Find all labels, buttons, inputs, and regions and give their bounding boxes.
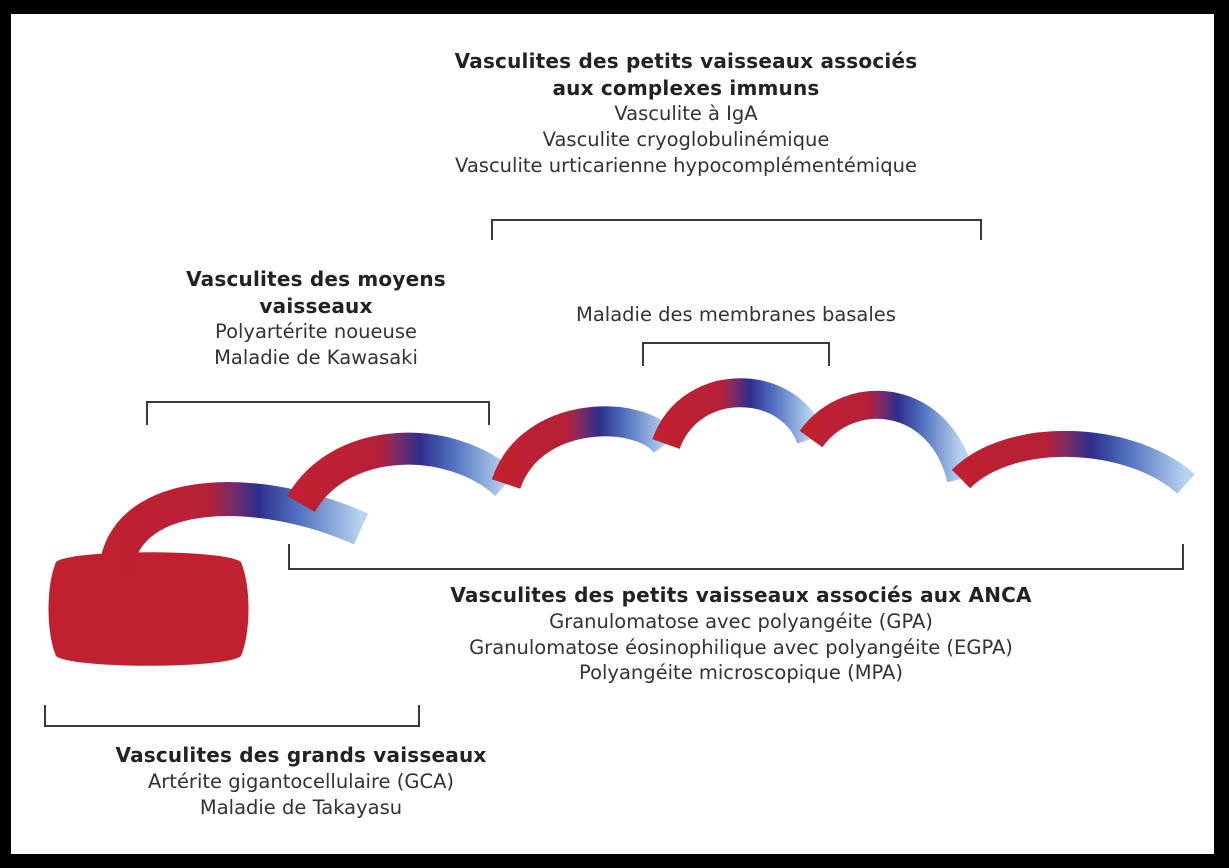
group-item: Vasculite cryoglobulinémique [542, 128, 830, 152]
bracket-large [44, 705, 420, 727]
group-title: Vasculites des petits vaisseaux associés… [450, 583, 1032, 607]
group-immune-complex: Vasculites des petits vaisseaux associés… [381, 48, 991, 179]
bracket-basement [642, 342, 830, 366]
group-title: aux complexes immuns [552, 75, 820, 100]
diagram-frame: Vasculites des petits vaisseaux associés… [11, 14, 1214, 854]
group-item: Vasculite urticarienne hypocomplémentémi… [455, 154, 917, 178]
large-vessel-shape [48, 552, 249, 666]
group-item: Polyangéite microscopique (MPA) [579, 661, 903, 685]
group-item: Vasculite à IgA [614, 102, 758, 126]
group-item: Maladie de Takayasu [199, 795, 403, 819]
group-large: Vasculites des grands vaisseaux Artérite… [31, 742, 571, 820]
group-title: vaisseaux [259, 293, 373, 318]
group-title: Maladie des membranes basales [576, 303, 896, 326]
vessel-illustration [44, 219, 1195, 727]
group-item: Maladie de Kawasaki [214, 346, 418, 370]
group-anca: Vasculites des petits vaisseaux associés… [311, 582, 1171, 686]
group-title: Vasculites des grands vaisseaux [115, 743, 487, 767]
bracket-anca [288, 544, 1184, 570]
group-item: Polyartérite noueuse [215, 320, 417, 344]
vessel-arcs [99, 378, 1195, 573]
bracket-immune-complex [491, 219, 982, 240]
group-medium: Vasculites des moyens vaisseaux Polyarté… [121, 266, 511, 371]
group-item: Granulomatose éosinophilique avec polyan… [469, 635, 1013, 659]
group-basement: Maladie des membranes basales [551, 302, 921, 328]
group-title: Vasculites des petits vaisseaux associés [454, 49, 918, 73]
bracket-medium [146, 401, 490, 425]
group-title: Vasculites des moyens [186, 267, 446, 291]
group-item: Granulomatose avec polyangéite (GPA) [549, 609, 933, 633]
group-item: Artérite gigantocellulaire (GCA) [147, 769, 455, 793]
